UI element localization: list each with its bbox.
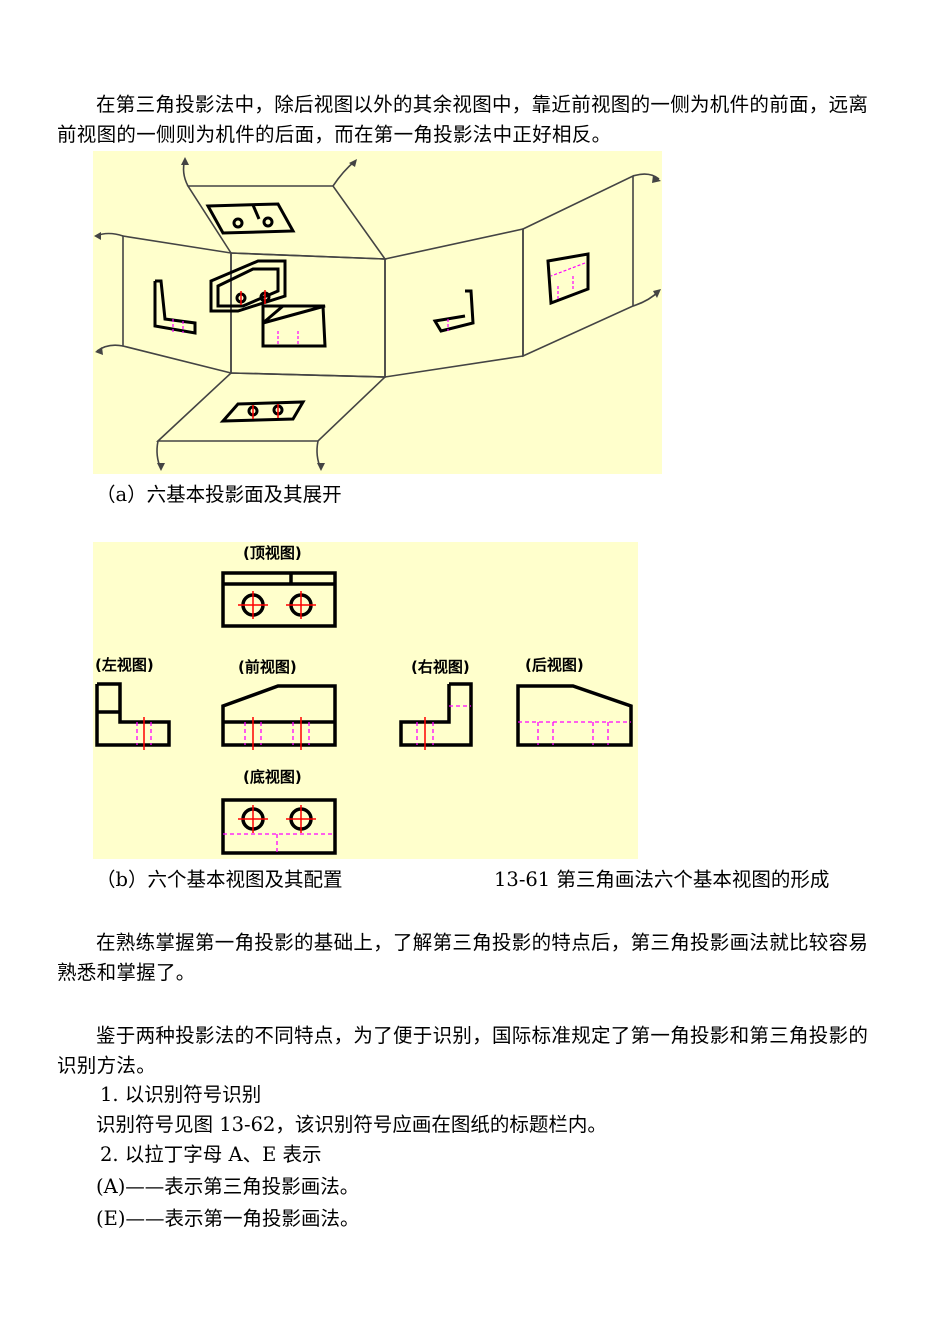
front-view-outline xyxy=(221,684,337,747)
left-view-outline xyxy=(95,682,171,747)
back-view-outline xyxy=(516,684,633,747)
right-plane xyxy=(384,228,524,378)
top-view-outline xyxy=(221,571,337,628)
paragraph-2: 在熟练掌握第一角投影的基础上，了解第三角投影的特点后，第三角投影画法就比较容易熟… xyxy=(57,931,869,984)
bottom-view-outline xyxy=(221,798,337,855)
figure-b-caption: （b）六个基本视图及其配置 xyxy=(96,868,343,891)
figure-b-six-views: (顶视图) (左视图) (前视图) (右视图) (后视图) (底视图) xyxy=(93,542,638,859)
front-plane xyxy=(230,252,386,378)
left-plane xyxy=(122,235,232,375)
right-view-outline xyxy=(399,682,473,747)
label-left-view: (左视图) xyxy=(95,656,154,674)
figure-b-drawing xyxy=(95,571,633,855)
paragraph-3: 鉴于两种投影法的不同特点，为了便于识别，国际标准规定了第一角投影和第三角投影的识… xyxy=(57,1024,869,1077)
label-right-view: (右视图) xyxy=(411,658,470,676)
label-bottom-view: (底视图) xyxy=(243,768,302,786)
label-back-view: (后视图) xyxy=(525,656,584,674)
figure-a-caption: （a）六基本投影面及其展开 xyxy=(96,483,342,506)
item-1-text: 识别符号见图 13-62，该识别符号应画在图纸的标题栏内。 xyxy=(96,1113,607,1136)
figure-caption: 13-61 第三角画法六个基本视图的形成 xyxy=(494,868,830,891)
item-1-title: 1. 以识别符号识别 xyxy=(100,1083,262,1106)
item-2-line-a: (A)——表示第三角投影画法。 xyxy=(96,1175,360,1198)
figure-a-drawing xyxy=(94,157,661,471)
item-2-title: 2. 以拉丁字母 A、E 表示 xyxy=(100,1143,322,1166)
intro-paragraph: 在第三角投影法中，除后视图以外的其余视图中，靠近前视图的一侧为机件的前面，远离前… xyxy=(57,93,869,146)
figure-a-unfolded-planes xyxy=(93,151,662,474)
bottom-plane xyxy=(155,372,387,442)
item-2-line-e: (E)——表示第一角投影画法。 xyxy=(96,1207,360,1230)
label-top-view: (顶视图) xyxy=(243,544,302,562)
label-front-view: (前视图) xyxy=(238,658,297,676)
